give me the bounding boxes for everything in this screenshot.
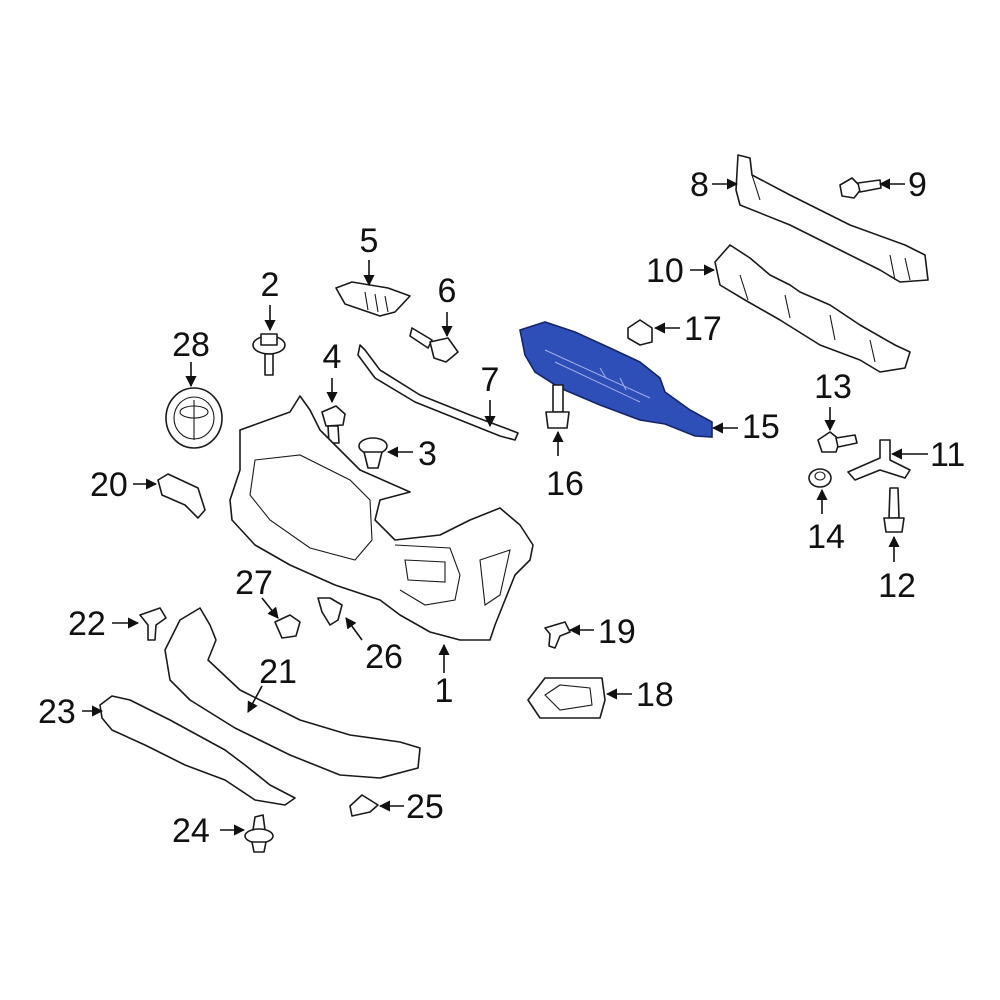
callout-1-label: 1 bbox=[435, 672, 454, 710]
part-17-clip[interactable] bbox=[627, 319, 653, 346]
callout-12-label: 12 bbox=[878, 567, 916, 605]
part-20-bracket[interactable] bbox=[157, 473, 206, 519]
callout-26-label: 26 bbox=[365, 638, 403, 676]
callout-6: 6 bbox=[438, 272, 457, 338]
callout-8: 8 bbox=[690, 166, 739, 204]
callout-11-label: 11 bbox=[930, 436, 965, 474]
part-6-bolt[interactable] bbox=[409, 327, 459, 363]
callout-9: 9 bbox=[878, 166, 927, 204]
callout-28-label: 28 bbox=[172, 326, 210, 364]
callout-20: 20 bbox=[90, 466, 158, 504]
callout-28: 28 bbox=[172, 326, 210, 388]
callout-16-label: 16 bbox=[546, 465, 584, 503]
callout-4-label: 4 bbox=[323, 338, 342, 376]
part-7-seal-strip[interactable] bbox=[357, 344, 519, 441]
callout-18: 18 bbox=[605, 676, 674, 714]
callout-17-label: 17 bbox=[684, 310, 722, 348]
callout-21: 21 bbox=[247, 653, 297, 713]
part-11-bracket[interactable] bbox=[847, 439, 911, 481]
part-5-bracket[interactable] bbox=[335, 281, 411, 317]
part-8-bumper-reinforcement[interactable] bbox=[735, 154, 929, 283]
callout-27: 27 bbox=[235, 564, 279, 619]
part-25-clip[interactable] bbox=[349, 794, 379, 817]
part-1-bumper-cover[interactable] bbox=[229, 395, 534, 641]
part-3-clip[interactable] bbox=[358, 437, 388, 469]
part-9-bolt[interactable] bbox=[839, 177, 882, 199]
callout-3: 3 bbox=[386, 435, 437, 473]
callout-1: 1 bbox=[435, 643, 454, 710]
callout-10-label: 10 bbox=[646, 252, 684, 290]
callout-18-label: 18 bbox=[636, 676, 674, 714]
callout-6-label: 6 bbox=[438, 272, 457, 310]
callout-3-label: 3 bbox=[418, 435, 437, 473]
part-27-cover[interactable] bbox=[274, 614, 301, 639]
callout-4: 4 bbox=[323, 338, 342, 404]
part-28-emblem[interactable] bbox=[165, 387, 223, 449]
callout-15-label: 15 bbox=[742, 408, 780, 446]
callout-25-label: 25 bbox=[406, 788, 444, 826]
callout-14-label: 14 bbox=[807, 518, 845, 556]
part-24-clip[interactable] bbox=[244, 814, 274, 853]
callout-13-label: 13 bbox=[814, 368, 852, 406]
part-2-bolt[interactable] bbox=[252, 333, 286, 376]
callout-2: 2 bbox=[261, 266, 280, 332]
callout-19: 19 bbox=[568, 613, 636, 651]
callout-15: 15 bbox=[711, 408, 780, 446]
part-21-lower-molding[interactable] bbox=[164, 607, 421, 779]
callout-14: 14 bbox=[807, 488, 845, 556]
callout-25: 25 bbox=[378, 788, 444, 826]
part-19-clip[interactable] bbox=[544, 621, 571, 649]
part-18-bezel[interactable] bbox=[527, 677, 606, 719]
callout-12: 12 bbox=[878, 535, 916, 605]
callout-23-label: 23 bbox=[38, 693, 76, 731]
callout-24-label: 24 bbox=[172, 812, 210, 850]
callout-19-label: 19 bbox=[598, 613, 636, 651]
part-13-bolt[interactable] bbox=[817, 431, 858, 453]
part-10-energy-absorber[interactable] bbox=[714, 244, 911, 373]
part-12-bolt[interactable] bbox=[883, 487, 905, 533]
part-16-bolt[interactable] bbox=[545, 384, 570, 429]
part-26-bracket[interactable] bbox=[317, 597, 343, 626]
part-23-skid-plate[interactable] bbox=[99, 695, 296, 806]
callout-8-label: 8 bbox=[690, 166, 709, 204]
callout-26: 26 bbox=[345, 617, 403, 676]
callout-20-label: 20 bbox=[90, 466, 128, 504]
callout-7: 7 bbox=[481, 361, 500, 428]
callout-22-label: 22 bbox=[68, 605, 106, 643]
callout-24: 24 bbox=[172, 812, 246, 850]
callout-9-label: 9 bbox=[908, 166, 927, 204]
part-14-nut[interactable] bbox=[808, 468, 832, 488]
callout-7-label: 7 bbox=[481, 361, 500, 399]
callout-23: 23 bbox=[38, 693, 104, 731]
callout-2-label: 2 bbox=[261, 266, 280, 304]
callout-21-label: 21 bbox=[259, 653, 297, 691]
callout-17: 17 bbox=[653, 310, 722, 348]
part-22-clip[interactable] bbox=[139, 607, 167, 641]
callout-16: 16 bbox=[546, 430, 584, 503]
callout-5-label: 5 bbox=[360, 222, 379, 260]
callout-27-label: 27 bbox=[235, 564, 273, 602]
callout-10: 10 bbox=[646, 252, 716, 290]
part-4-bolt[interactable] bbox=[321, 405, 346, 444]
callout-5: 5 bbox=[360, 222, 379, 287]
callout-13: 13 bbox=[814, 368, 852, 432]
callout-11: 11 bbox=[890, 436, 965, 474]
callout-22: 22 bbox=[68, 605, 140, 643]
